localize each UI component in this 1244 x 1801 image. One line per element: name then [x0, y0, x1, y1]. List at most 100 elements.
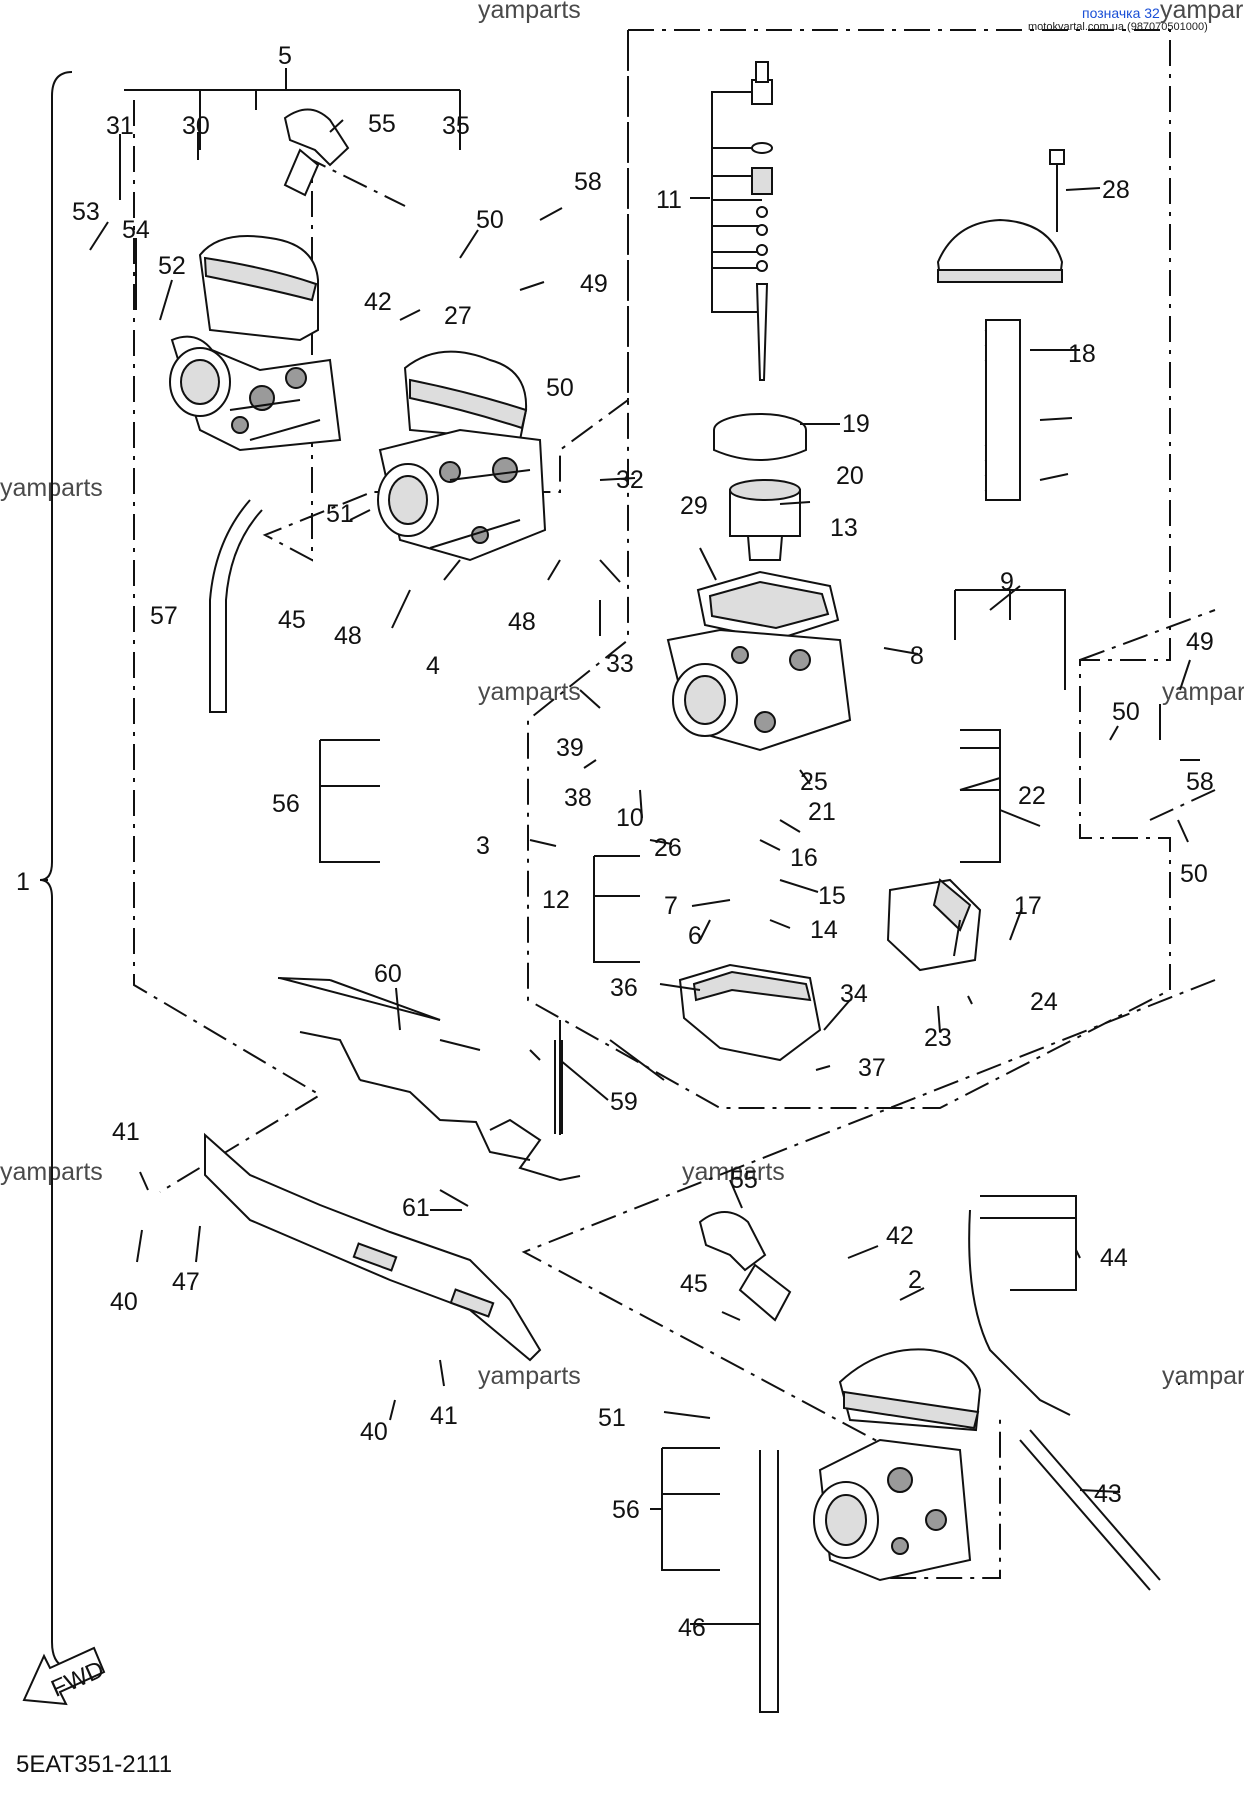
- group-56-bracket: [319, 739, 380, 863]
- callout: 58: [574, 168, 602, 196]
- rear-carburetor: [169, 235, 342, 452]
- jet-needle-parts: [751, 61, 773, 381]
- callout: 49: [580, 270, 608, 298]
- callout: 29: [680, 492, 708, 520]
- callout: 13: [830, 514, 858, 542]
- callout: 54: [122, 216, 150, 244]
- callout: 57: [150, 602, 178, 630]
- callout: 9: [1000, 568, 1014, 596]
- callout: 14: [810, 916, 838, 944]
- callout: 50: [1112, 698, 1140, 726]
- linkage-parts: [204, 977, 581, 1362]
- callout: 61: [402, 1194, 430, 1222]
- callout: 58: [1186, 768, 1214, 796]
- assembly-brace: [39, 71, 73, 1669]
- group-44-bracket: [980, 1195, 1077, 1291]
- watermark: yampar: [1162, 678, 1244, 706]
- callout: 21: [808, 798, 836, 826]
- callout: 53: [72, 198, 100, 226]
- callout: 23: [924, 1024, 952, 1052]
- callout: 1: [16, 868, 30, 896]
- watermark: yampar: [1160, 0, 1243, 24]
- group-56b-bracket: [661, 1447, 720, 1571]
- main-carburetor: [666, 570, 852, 752]
- callout: 20: [836, 462, 864, 490]
- callout: 7: [664, 892, 678, 920]
- callout: 43: [1094, 1480, 1122, 1508]
- callout: 2: [908, 1266, 922, 1294]
- callout: 50: [476, 206, 504, 234]
- callout: 6: [688, 922, 702, 950]
- middle-carburetor: [377, 350, 547, 562]
- callout: 42: [886, 1222, 914, 1250]
- callout: 24: [1030, 988, 1058, 1016]
- callout: 48: [508, 608, 536, 636]
- callout: 41: [430, 1402, 458, 1430]
- callout: 46: [678, 1614, 706, 1642]
- watermark: yamparts: [682, 1158, 785, 1186]
- callout: 17: [1014, 892, 1042, 920]
- callout: 44: [1100, 1244, 1128, 1272]
- callout: 51: [598, 1404, 626, 1432]
- callout: 49: [1186, 628, 1214, 656]
- callout: 45: [680, 1270, 708, 1298]
- callout: 12: [542, 886, 570, 914]
- callout: 50: [1180, 860, 1208, 888]
- callout: 19: [842, 410, 870, 438]
- group-12-bracket: [593, 855, 640, 963]
- callout: 33: [606, 650, 634, 678]
- callout: 60: [374, 960, 402, 988]
- callout-labels: 1 2 3 4 5 6 7 8 9 10 11 12 13 14 15 16 1…: [16, 42, 1214, 1642]
- hose-parts: [209, 499, 1161, 1713]
- main-carb-outline: [527, 29, 1171, 1109]
- callout: 50: [546, 374, 574, 402]
- callout: 25: [800, 768, 828, 796]
- callout: 48: [334, 622, 362, 650]
- intake-boot: [283, 108, 792, 1322]
- group-11-bracket: [711, 91, 762, 313]
- callout: 41: [112, 1118, 140, 1146]
- callout: 47: [172, 1268, 200, 1296]
- hose-outline-2: [1149, 789, 1216, 821]
- watermark: yampar: [1162, 1362, 1244, 1390]
- callout: 35: [442, 112, 470, 140]
- group-5-bracket: [124, 68, 461, 150]
- callout: 22: [1018, 782, 1046, 810]
- callout: 59: [610, 1088, 638, 1116]
- callout: 27: [444, 302, 472, 330]
- callout: 11: [656, 186, 682, 214]
- callout: 56: [272, 790, 300, 818]
- callout: 34: [840, 980, 868, 1008]
- watermark: yamparts: [478, 0, 581, 24]
- callout: 32: [616, 466, 644, 494]
- hose-outline: [1079, 609, 1216, 661]
- lower-carb-outline: [521, 979, 1216, 1579]
- group-9-bracket: [954, 589, 1066, 690]
- callout: 31: [106, 112, 134, 140]
- lower-carburetor: [813, 1348, 982, 1582]
- header-link[interactable]: позначка 32: [1082, 5, 1160, 21]
- callout: 56: [612, 1496, 640, 1524]
- callout: 40: [110, 1288, 138, 1316]
- callout: 36: [610, 974, 638, 1002]
- callout: 5: [278, 42, 292, 70]
- callout: 4: [426, 652, 440, 680]
- callout: 26: [654, 834, 682, 862]
- callout: 28: [1102, 176, 1130, 204]
- callout: 16: [790, 844, 818, 872]
- group-22-bracket: [960, 729, 1001, 863]
- callout: 37: [858, 1054, 886, 1082]
- callout: 52: [158, 252, 186, 280]
- fwd-arrow-icon: FWD: [22, 1646, 108, 1706]
- callout: 42: [364, 288, 392, 316]
- callout: 8: [910, 642, 924, 670]
- callout: 38: [564, 784, 592, 812]
- callout: 39: [556, 734, 584, 762]
- callout: 55: [730, 1166, 758, 1194]
- callout: 10: [616, 804, 644, 832]
- header-site[interactable]: motokvartal.com.ua (987070501000): [1028, 21, 1208, 33]
- float-bowl: [678, 878, 982, 1062]
- callout: 40: [360, 1418, 388, 1446]
